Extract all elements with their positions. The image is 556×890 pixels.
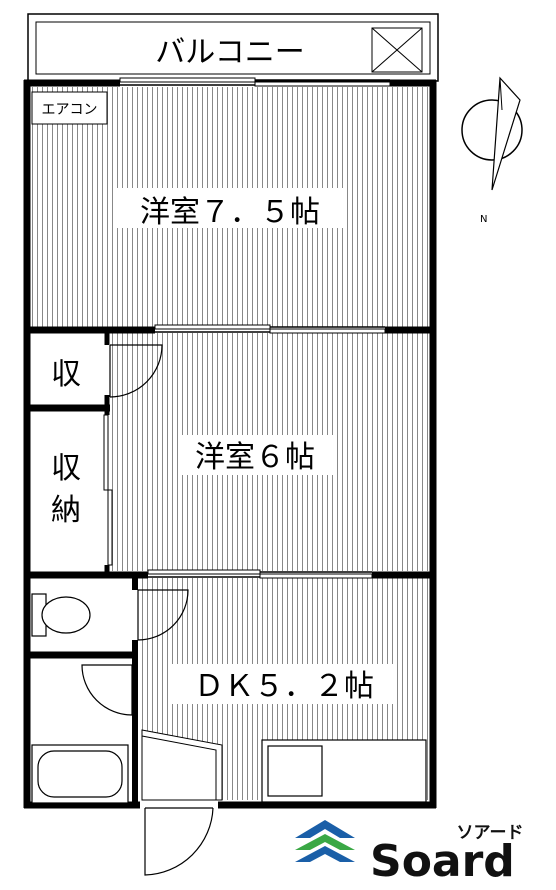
aircon: エアコン	[31, 91, 108, 125]
dk-label: ＤＫ５．２帖	[194, 669, 374, 704]
balcony-hatch-box	[371, 27, 423, 73]
soard-logo-mark	[295, 820, 355, 862]
logo-katakana: ソアード	[457, 823, 524, 843]
compass-label: N	[480, 214, 487, 225]
western2-label: 洋室６帖	[195, 440, 315, 475]
balcony: バルコニー	[27, 13, 439, 82]
balcony-label: バルコニー	[155, 35, 304, 70]
soard-logo: ソアード Soard	[295, 820, 523, 887]
entrance-shoe-box	[141, 729, 223, 801]
logo-name: Soard	[370, 836, 515, 887]
toilet	[31, 593, 91, 637]
storage-large-bottom-label: 納	[51, 493, 81, 528]
storage-large-top-label: 収	[51, 451, 81, 486]
door-swings	[81, 344, 214, 876]
western1-label: 洋室７．５帖	[140, 195, 320, 230]
storage-small-label: 収	[51, 357, 81, 392]
bathtub	[31, 744, 129, 804]
room-labels: 洋室７．５帖 洋室６帖 収 収 納 ＤＫ５．２帖	[51, 188, 397, 704]
kitchen-counter	[261, 739, 427, 803]
sliding-doors	[103, 77, 391, 579]
compass-icon: N	[461, 76, 523, 225]
aircon-label: エアコン	[42, 102, 98, 118]
